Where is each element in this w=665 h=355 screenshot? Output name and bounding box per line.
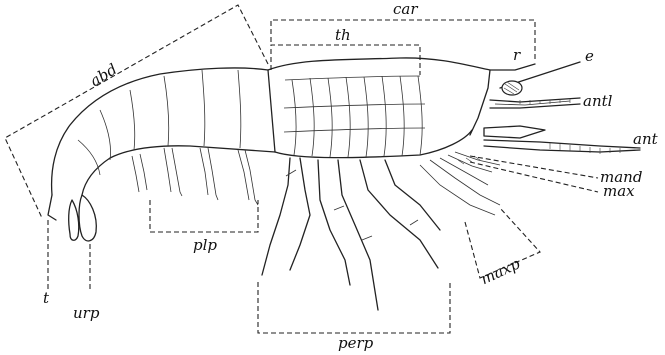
eye (500, 62, 580, 95)
label-urp: urp (73, 304, 100, 322)
telson-uropods (48, 195, 96, 241)
antennae (484, 98, 640, 154)
label-r: r (513, 46, 521, 64)
label-e: e (585, 47, 594, 65)
label-t: t (43, 289, 50, 307)
maxillipeds (420, 152, 500, 215)
thorax-segments (284, 76, 425, 157)
label-abd: abd (87, 60, 120, 90)
label-plp: plp (193, 236, 217, 254)
label-ant: ant (633, 130, 659, 148)
label-th: th (335, 26, 351, 44)
label-car: car (393, 0, 418, 18)
pleopods (132, 148, 258, 205)
label-antl: antl (583, 92, 613, 110)
pereiopods (262, 158, 440, 310)
label-perp: perp (338, 334, 374, 352)
labels: car th r e abd antl ant mand max maxp pl… (43, 0, 659, 352)
label-max: max (603, 182, 635, 200)
label-maxp: maxp (478, 254, 523, 288)
body-outline (52, 58, 535, 195)
